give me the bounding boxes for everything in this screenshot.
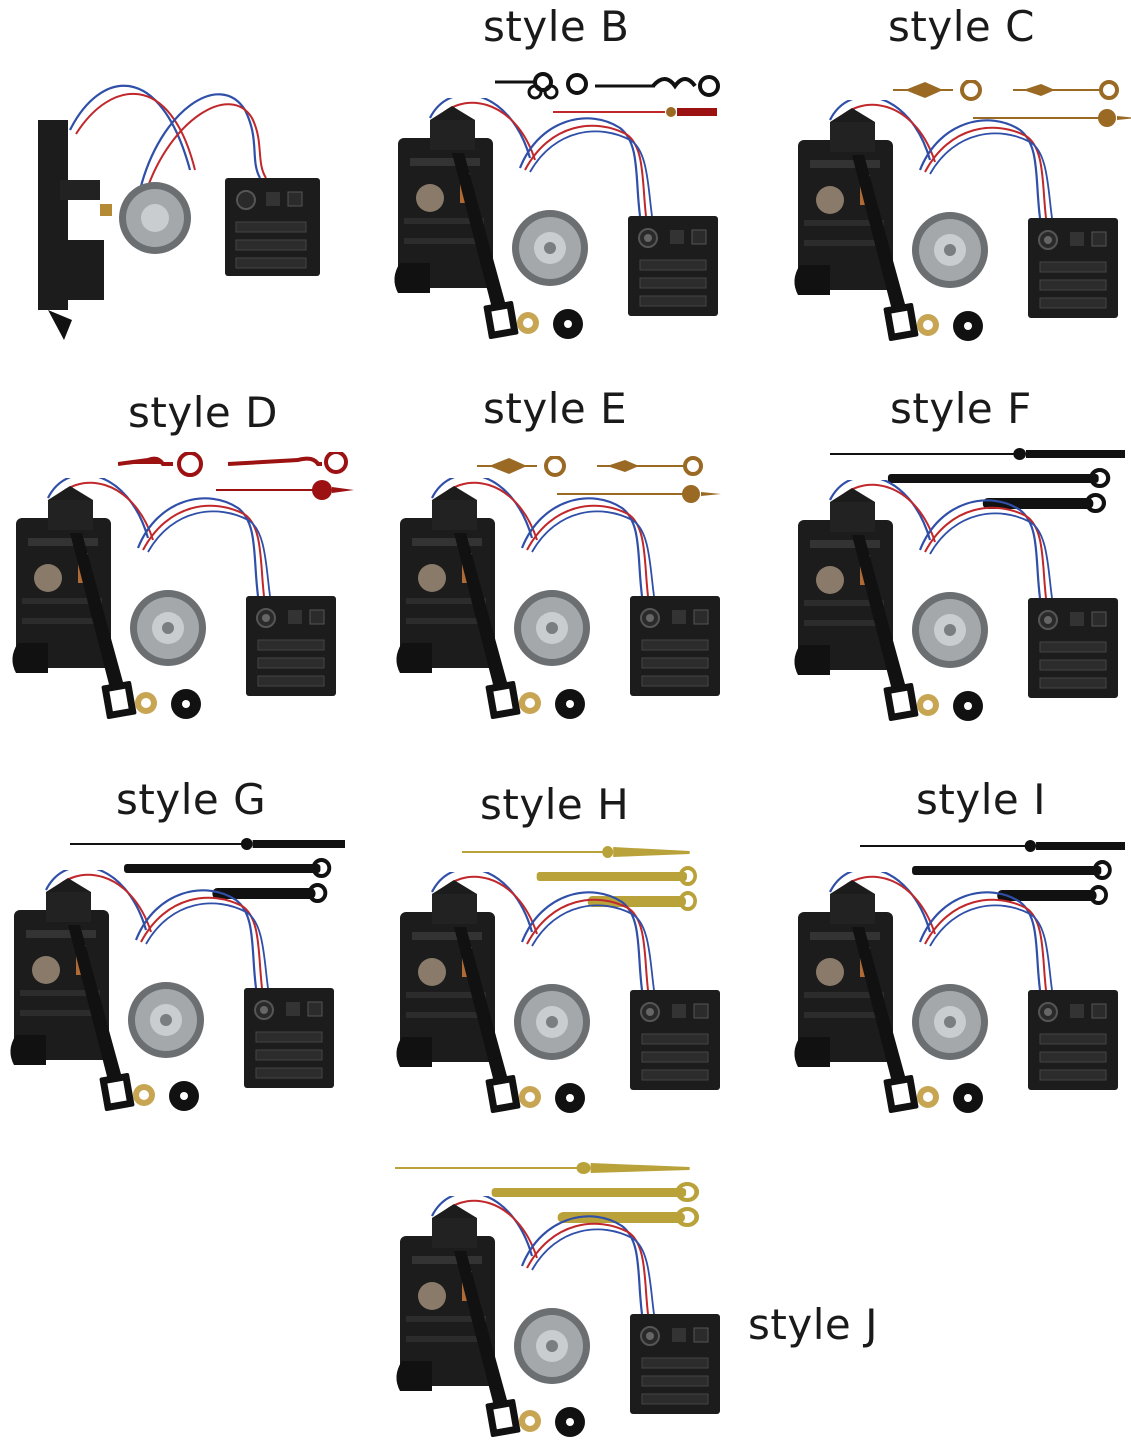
kit-style-d — [8, 478, 348, 728]
kit-style-b — [390, 98, 730, 348]
kit-style-j — [392, 1196, 732, 1446]
movement-kit-image — [8, 478, 348, 728]
kit-style-c — [790, 100, 1130, 350]
movement-kit-image — [390, 98, 730, 348]
style-d-label: style D — [128, 388, 278, 437]
movement-kit-image — [790, 872, 1130, 1122]
style-e-label: style E — [483, 384, 628, 433]
style-f-label: style F — [890, 384, 1032, 433]
kit-style-f — [790, 480, 1130, 730]
style-c-label: style C — [888, 2, 1035, 51]
style-i-label: style I — [916, 775, 1046, 824]
kit-style-e — [392, 478, 732, 728]
movement-side-view-image — [38, 84, 320, 340]
movement-kit-image — [790, 480, 1130, 730]
kit-style-a-side-view — [20, 70, 350, 360]
kit-style-g — [6, 870, 346, 1120]
movement-kit-image — [392, 872, 732, 1122]
kit-style-i — [790, 872, 1130, 1122]
movement-kit-image — [6, 870, 346, 1120]
style-h-label: style H — [480, 780, 630, 829]
kit-style-h — [392, 872, 732, 1122]
style-b-label: style B — [483, 2, 630, 51]
style-g-label: style G — [116, 775, 267, 824]
movement-kit-image — [392, 478, 732, 728]
movement-kit-image — [790, 100, 1130, 350]
movement-kit-image — [392, 1196, 732, 1446]
style-j-label: style J — [748, 1300, 878, 1349]
